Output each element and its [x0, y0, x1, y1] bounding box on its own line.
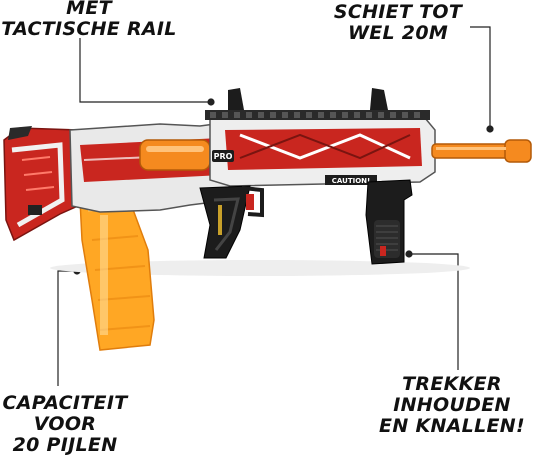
callout-line: EN KNALLEN!: [379, 415, 525, 437]
leader-line-range: [470, 26, 491, 126]
callout-line: VOOR: [33, 413, 97, 435]
leader-dot-range: [486, 125, 494, 133]
callout-line: WEL 20M: [347, 22, 449, 44]
leader-line-rail: [79, 38, 208, 103]
callout-range: SCHIET TOT WEL 20M: [318, 2, 478, 44]
ground-shadow: [50, 260, 470, 276]
magazine: [79, 195, 155, 351]
leader-line-capacity: [57, 270, 74, 386]
leader-dot-trigger: [405, 250, 413, 258]
blaster-body: PRO CAUTION!: [69, 88, 436, 213]
callout-trigger: TREKKER INHOUDEN EN KNALLEN!: [372, 374, 532, 437]
caution-label: CAUTION!: [332, 177, 370, 185]
callout-line: TREKKER: [402, 373, 502, 395]
callout-tactical-rail: MET TACTISCHE RAIL: [0, 0, 178, 40]
fore-grip: [365, 179, 413, 265]
callout-capacity: CAPACITEIT VOOR 20 PIJLEN: [0, 393, 130, 456]
callout-leader-lines: [57, 26, 494, 386]
callout-line: INHOUDEN: [393, 394, 511, 416]
pro-badge: PRO: [214, 152, 233, 161]
callout-line: MET: [66, 0, 112, 19]
stock: [3, 126, 81, 242]
leader-line-trigger: [412, 253, 459, 370]
callout-line: SCHIET TOT: [333, 1, 463, 23]
leader-dot-rail: [207, 98, 215, 106]
callout-line: TACTISCHE RAIL: [1, 18, 177, 40]
callout-line: 20 PIJLEN: [12, 434, 118, 456]
callout-line: CAPACITEIT: [2, 392, 128, 414]
pistol-grip: [199, 185, 264, 259]
barrel: [431, 139, 532, 163]
